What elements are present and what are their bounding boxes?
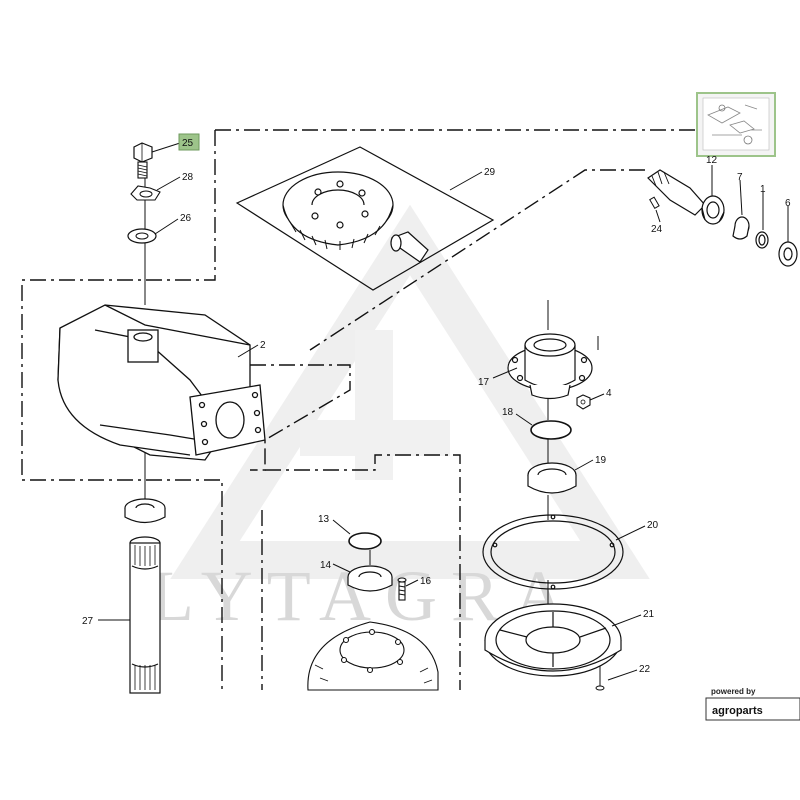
callout-1[interactable]: 1 xyxy=(760,184,766,195)
callout-12[interactable]: 12 xyxy=(706,155,718,166)
overview-thumbnail[interactable] xyxy=(696,92,776,157)
part-20-gasket[interactable] xyxy=(482,514,624,590)
leader-lines xyxy=(98,142,789,681)
powered-by-badge[interactable]: powered by agroparts xyxy=(705,687,800,721)
part-21-flange[interactable] xyxy=(484,603,622,677)
part-28-tab-washer[interactable] xyxy=(130,185,161,201)
part-2-gearbox-housing[interactable] xyxy=(57,304,266,461)
part-18-o-ring[interactable] xyxy=(530,420,572,440)
callout-21[interactable]: 21 xyxy=(643,609,655,620)
part-shaft-spacer[interactable] xyxy=(124,498,166,524)
callout-14[interactable]: 14 xyxy=(320,560,332,571)
part-lower-bevel-gear[interactable] xyxy=(307,621,439,691)
callout-2[interactable]: 2 xyxy=(260,340,266,351)
callout-13[interactable]: 13 xyxy=(318,514,330,525)
callout-4[interactable]: 4 xyxy=(606,388,612,399)
callout-18[interactable]: 18 xyxy=(502,407,514,418)
part-4-nut[interactable] xyxy=(576,394,591,410)
callout-29[interactable]: 29 xyxy=(484,167,496,178)
part-19-bearing[interactable] xyxy=(527,462,577,494)
callout-27[interactable]: 27 xyxy=(82,616,94,627)
part-26-washer[interactable] xyxy=(127,228,157,244)
part-14-bearing[interactable] xyxy=(347,565,393,592)
part-16-screw[interactable] xyxy=(397,577,407,601)
group-frame-lines xyxy=(21,129,700,690)
part-6-seal[interactable] xyxy=(778,241,798,267)
part-17-bearing-housing[interactable] xyxy=(507,333,593,400)
powered-by-text: powered by xyxy=(711,687,756,696)
callout-7[interactable]: 7 xyxy=(737,172,743,183)
part-27-splined-shaft[interactable] xyxy=(129,536,161,694)
callout-26[interactable]: 26 xyxy=(180,213,192,224)
callout-17[interactable]: 17 xyxy=(478,377,490,388)
callout-22[interactable]: 22 xyxy=(639,664,651,675)
highlight-badge xyxy=(178,133,200,151)
callout-labels: 25 28 26 29 2 12 7 1 6 24 17 4 18 19 20 … xyxy=(82,138,791,675)
part-22-screw[interactable] xyxy=(595,685,605,691)
part-pinion-shaft[interactable] xyxy=(647,169,706,216)
bevel-gear-set-frame xyxy=(235,146,495,291)
callout-25[interactable]: 25 xyxy=(182,138,194,149)
callout-20[interactable]: 20 xyxy=(647,520,659,531)
part-25-bolt[interactable] xyxy=(133,142,153,179)
callout-19[interactable]: 19 xyxy=(595,455,607,466)
part-13-seal-ring[interactable] xyxy=(348,532,382,550)
part-1-ring[interactable] xyxy=(755,231,769,249)
brand-name: agroparts xyxy=(712,705,763,717)
callout-16[interactable]: 16 xyxy=(420,576,432,587)
watermark-logo xyxy=(170,204,650,579)
callout-6[interactable]: 6 xyxy=(785,198,791,209)
part-7-spacer[interactable] xyxy=(732,216,750,240)
brand-frame xyxy=(705,697,800,721)
callout-28[interactable]: 28 xyxy=(182,172,194,183)
part-24-key[interactable] xyxy=(649,196,660,210)
part-29-bevel-gear-set[interactable] xyxy=(282,171,429,263)
callout-24[interactable]: 24 xyxy=(651,224,663,235)
part-12-bearing[interactable] xyxy=(701,195,725,225)
